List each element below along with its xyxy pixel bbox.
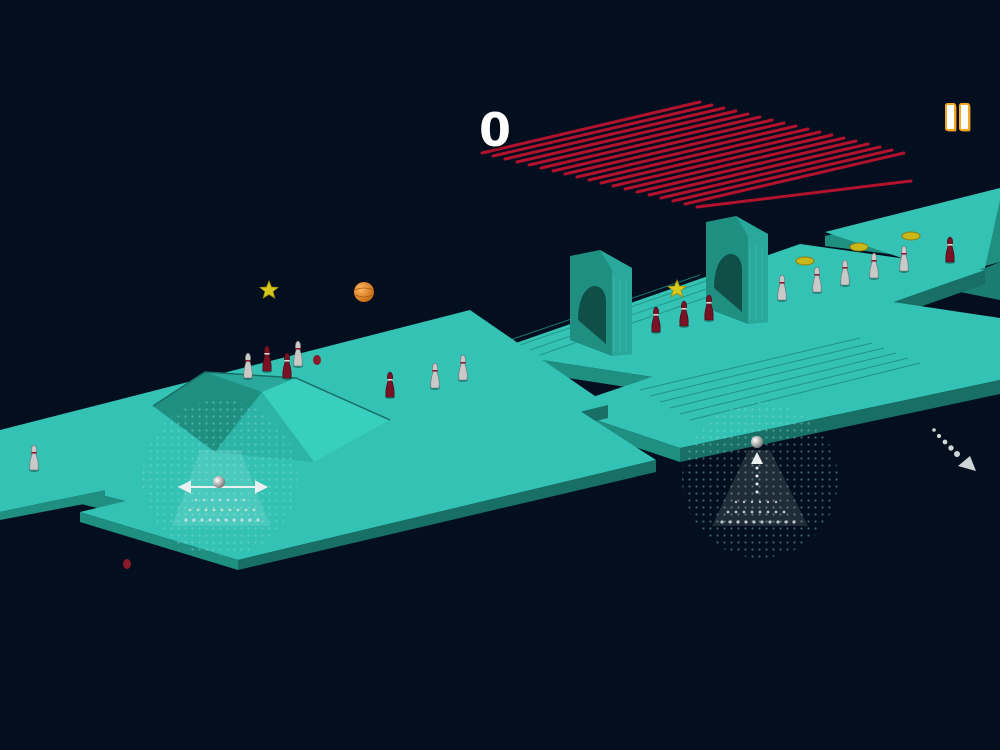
platform-far-left [0,448,105,520]
arch-left [570,250,632,356]
swipe-forward-icon [751,452,763,494]
direction-arrow-icon [932,428,976,471]
star-icon [258,279,280,299]
control-right[interactable] [682,402,838,558]
bowling-ball-icon [751,436,763,448]
gem-tiles [795,231,921,266]
pause-button[interactable] [938,98,978,138]
control-left[interactable] [142,400,298,556]
pause-icon [945,103,971,132]
star-icon [666,278,688,298]
bowling-ball-icon [213,476,225,488]
arch-right [706,216,768,324]
swipe-left-right-icon [177,480,269,494]
pin-debris [123,355,321,569]
hazard-lines [480,100,913,209]
star-pickups [258,278,688,299]
score-display: 0 [478,103,511,157]
orange-orb [354,282,374,302]
